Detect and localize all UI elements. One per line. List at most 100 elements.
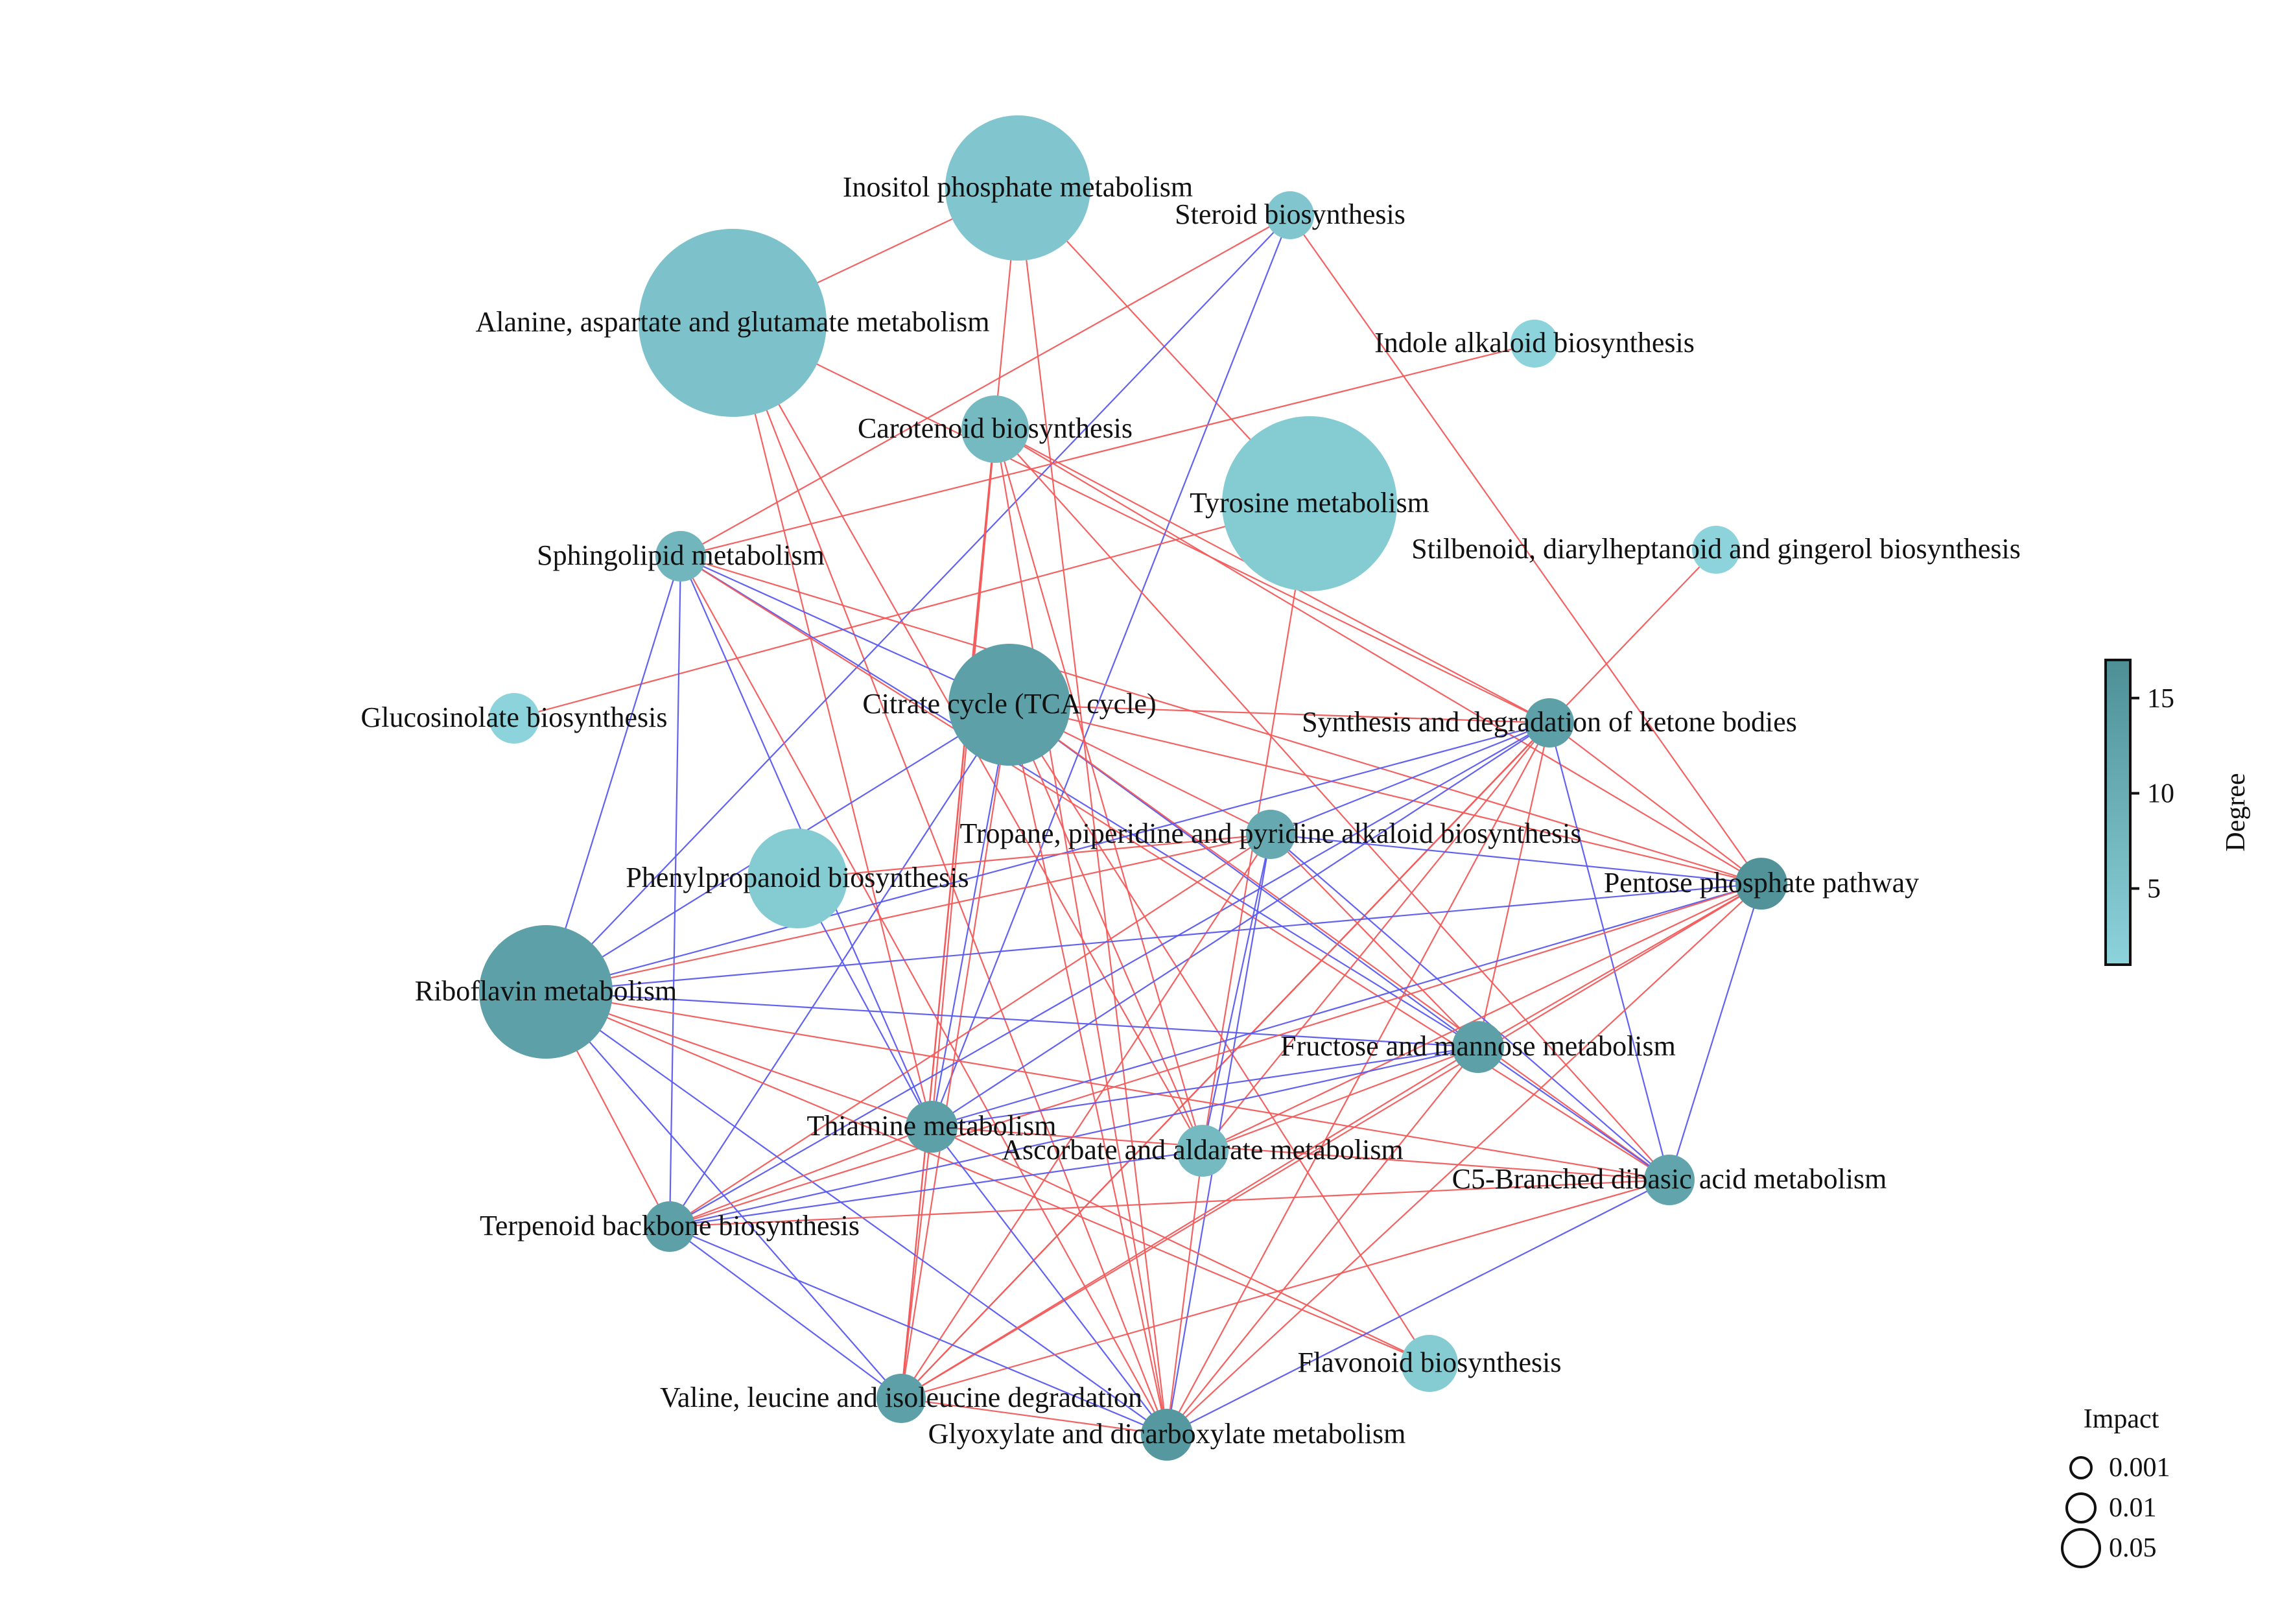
edge-riboflavin-thiamine bbox=[545, 991, 932, 1128]
edge-tropane-terpenoid bbox=[669, 834, 1271, 1227]
edge-ketone-thiamine bbox=[931, 722, 1550, 1127]
node-label-steroid: Steroid biosynthesis bbox=[1175, 198, 1405, 230]
node-label-pentose: Pentose phosphate pathway bbox=[1604, 867, 1919, 899]
edge-carotenoid-c5 bbox=[994, 429, 1670, 1181]
edge-riboflavin-flavonoid bbox=[545, 991, 1430, 1365]
edge-c5-valine bbox=[900, 1179, 1670, 1400]
node-label-ketone: Synthesis and degradation of ketone bodi… bbox=[1302, 706, 1797, 738]
edge-sphingolipid-fructose bbox=[680, 556, 1479, 1048]
edge-citrate-flavonoid bbox=[1009, 704, 1430, 1364]
node-sphingolipid[interactable] bbox=[655, 531, 706, 582]
impact-legend-title: Impact bbox=[2084, 1404, 2159, 1434]
edge-c5-terpenoid bbox=[669, 1179, 1670, 1228]
edge-ketone-riboflavin bbox=[545, 722, 1550, 993]
edge-tropane-c5 bbox=[1270, 834, 1670, 1181]
node-label-riboflavin: Riboflavin metabolism bbox=[415, 975, 677, 1007]
edge-ketone-glyoxylate bbox=[1166, 722, 1550, 1435]
node-label-c5: C5-Branched dibasic acid metabolism bbox=[1452, 1163, 1887, 1195]
node-terpenoid[interactable] bbox=[644, 1201, 695, 1252]
edge-pentose-thiamine bbox=[931, 882, 1762, 1128]
edge-ascorbate-glyoxylate bbox=[1166, 1150, 1204, 1435]
edge-ketone-c5 bbox=[1548, 722, 1671, 1181]
edge-pentose-valine bbox=[900, 883, 1762, 1399]
edge-terpenoid-glyoxylate bbox=[669, 1225, 1168, 1436]
edge-glucosinolate-tyrosine bbox=[513, 502, 1310, 720]
edge-fructose-c5 bbox=[1477, 1046, 1670, 1181]
edge-indole-sphingolipid bbox=[680, 342, 1535, 558]
node-label-carotenoid: Carotenoid biosynthesis bbox=[858, 412, 1133, 444]
edge-tropane-phenylpropanoid bbox=[797, 833, 1271, 880]
node-flavonoid[interactable] bbox=[1401, 1335, 1458, 1392]
impact-legend-label-large: 0.05 bbox=[2109, 1533, 2157, 1563]
node-valine[interactable] bbox=[876, 1374, 926, 1423]
node-label-fructose: Fructose and mannose metabolism bbox=[1280, 1030, 1676, 1062]
edge-pentose-fructose bbox=[1477, 883, 1762, 1048]
node-stilbenoid[interactable] bbox=[1692, 526, 1740, 574]
node-thiamine[interactable] bbox=[906, 1101, 958, 1153]
edge-pentose-glyoxylate bbox=[1166, 883, 1762, 1435]
node-label-phenylpropanoid: Phenylpropanoid biosynthesis bbox=[626, 862, 969, 893]
node-fructose[interactable] bbox=[1452, 1021, 1504, 1073]
node-tropane[interactable] bbox=[1246, 810, 1295, 859]
node-citrate[interactable] bbox=[948, 644, 1070, 766]
edge-citrate-thiamine bbox=[930, 704, 1011, 1127]
edge-sphingolipid-terpenoid bbox=[668, 556, 682, 1227]
node-label-indole: Indole alkaloid biosynthesis bbox=[1374, 327, 1695, 359]
edge-tropane-valine bbox=[900, 834, 1271, 1399]
node-carotenoid[interactable] bbox=[961, 395, 1029, 463]
edge-steroid-thiamine bbox=[930, 215, 1291, 1127]
edge-riboflavin-valine bbox=[545, 991, 902, 1399]
node-phenylpropanoid[interactable] bbox=[747, 829, 847, 928]
edge-ketone-valine bbox=[900, 722, 1550, 1399]
edge-riboflavin-pentose bbox=[545, 882, 1762, 993]
degree-tick-label: 15 bbox=[2147, 684, 2174, 714]
edge-thiamine-valine bbox=[900, 1126, 933, 1399]
node-label-valine: Valine, leucine and isoleucine degradati… bbox=[660, 1382, 1142, 1413]
node-ascorbate[interactable] bbox=[1177, 1125, 1229, 1177]
edge-fructose-thiamine bbox=[931, 1046, 1479, 1128]
node-riboflavin[interactable] bbox=[479, 925, 613, 1059]
node-label-citrate: Citrate cycle (TCA cycle) bbox=[862, 688, 1156, 720]
edge-sphingolipid-riboflavin bbox=[545, 556, 682, 993]
node-c5[interactable] bbox=[1644, 1155, 1695, 1205]
edge-citrate-valine bbox=[900, 704, 1011, 1399]
edge-ascorbate-terpenoid bbox=[669, 1149, 1203, 1228]
edge-riboflavin-c5 bbox=[545, 991, 1670, 1181]
degree-tick-label: 5 bbox=[2147, 875, 2161, 904]
edge-fructose-ascorbate bbox=[1202, 1046, 1479, 1152]
node-tyrosine[interactable] bbox=[1222, 416, 1397, 591]
node-glyoxylate[interactable] bbox=[1141, 1409, 1193, 1461]
edge-fructose-valine bbox=[900, 1046, 1479, 1399]
edge-tropane-pentose bbox=[1270, 833, 1762, 885]
edge-c5-glyoxylate bbox=[1166, 1179, 1670, 1435]
node-inositol[interactable] bbox=[945, 115, 1090, 261]
node-label-stilbenoid: Stilbenoid, diarylheptanoid and gingerol… bbox=[1411, 533, 2021, 565]
edge-pentose-ascorbate bbox=[1202, 883, 1762, 1151]
edge-steroid-pentose bbox=[1289, 215, 1762, 884]
node-glucosinolate[interactable] bbox=[489, 693, 539, 744]
node-ketone[interactable] bbox=[1525, 698, 1574, 747]
impact-legend-circle-medium bbox=[2065, 1492, 2097, 1524]
edge-riboflavin-fructose bbox=[545, 991, 1479, 1048]
node-label-inositol: Inositol phosphate metabolism bbox=[843, 171, 1193, 203]
node-steroid[interactable] bbox=[1266, 191, 1314, 239]
edge-riboflavin-glyoxylate bbox=[545, 991, 1168, 1435]
edge-citrate-pentose bbox=[1009, 703, 1762, 885]
edge-ketone-fructose bbox=[1477, 722, 1551, 1048]
node-pentose[interactable] bbox=[1735, 858, 1787, 910]
edge-alanine-ketone bbox=[732, 322, 1550, 724]
edge-steroid-sphingolipid bbox=[680, 215, 1291, 557]
edge-ketone-ascorbate bbox=[1202, 722, 1550, 1151]
edge-pentose-terpenoid bbox=[669, 882, 1762, 1228]
edge-inositol-glyoxylate bbox=[1017, 187, 1168, 1435]
node-indole[interactable] bbox=[1511, 320, 1558, 368]
edge-alanine-glyoxylate bbox=[731, 322, 1168, 1435]
edge-valine-glyoxylate bbox=[900, 1397, 1168, 1436]
edge-terpenoid-valine bbox=[669, 1226, 902, 1399]
node-label-tropane: Tropane, piperidine and pyridine alkaloi… bbox=[960, 818, 1582, 849]
node-alanine[interactable] bbox=[639, 229, 827, 417]
edge-ketone-pentose bbox=[1549, 722, 1762, 884]
edge-carotenoid-valine bbox=[900, 429, 996, 1399]
